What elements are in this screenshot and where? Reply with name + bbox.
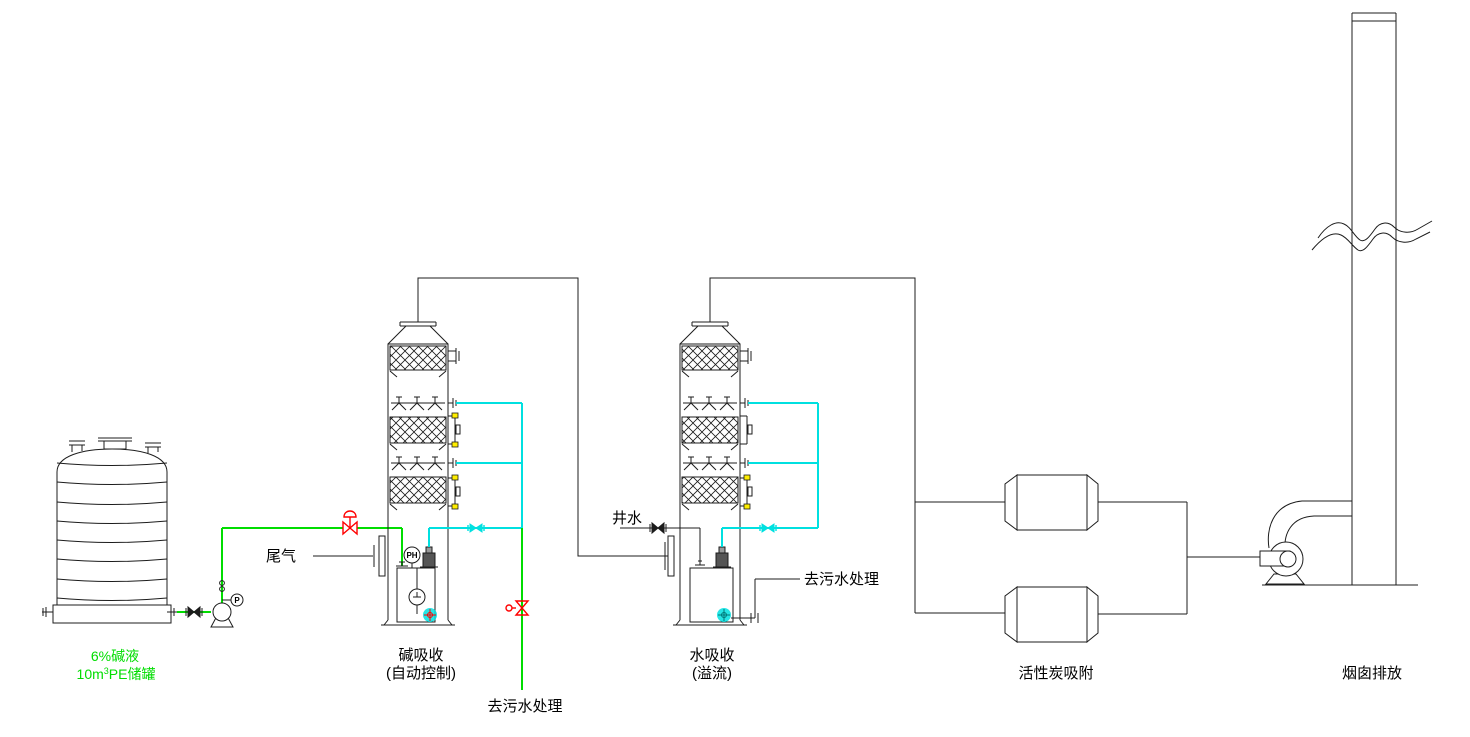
packing-bed-1 bbox=[389, 416, 447, 444]
tower2-inlet-flange bbox=[664, 535, 675, 577]
tower1-spray-nozzle-flange-1 bbox=[448, 398, 457, 408]
tank-label-line1: 6%碱液 bbox=[91, 648, 139, 664]
sight-glass-2 bbox=[448, 474, 461, 510]
tank-top-nozzle-right bbox=[145, 442, 161, 453]
carbon-adsorber-unit: 活性炭吸附 bbox=[915, 473, 1262, 682]
tower2-drain-marker-icon bbox=[717, 608, 731, 622]
packing-bed-3 bbox=[681, 416, 739, 444]
circulation-pump-2-icon bbox=[713, 546, 731, 568]
control-valve-icon bbox=[342, 510, 358, 536]
tank-label-line2: 10m3PE储罐 bbox=[77, 666, 156, 682]
tower1-drain-label: 去污水处理 bbox=[487, 698, 562, 715]
level-meter bbox=[408, 568, 426, 614]
sight-glass-3 bbox=[740, 415, 753, 445]
tail-gas-label: 尾气 bbox=[266, 548, 296, 565]
ph-meter: PH bbox=[403, 546, 421, 568]
packing-demister-2 bbox=[681, 345, 739, 371]
exhaust-fan bbox=[1259, 500, 1352, 585]
carbon-vessel-top bbox=[1004, 473, 1099, 532]
well-water-valve-icon bbox=[649, 521, 667, 535]
well-water-feed: 井水 bbox=[612, 510, 701, 565]
tower1-inlet-flange bbox=[378, 535, 386, 577]
carbon-vessel-bottom bbox=[1004, 585, 1099, 644]
tower1-top-side-nozzle bbox=[448, 348, 460, 364]
sight-glass-1 bbox=[448, 412, 461, 448]
packing-bed-4 bbox=[681, 476, 739, 504]
tank-manhole bbox=[98, 437, 132, 450]
spray-header-4 bbox=[683, 456, 737, 471]
ph-meter-tag: PH bbox=[406, 551, 417, 560]
spray-header-2 bbox=[391, 456, 445, 471]
fan-hub-icon bbox=[1279, 550, 1297, 568]
fan-base bbox=[1264, 573, 1306, 585]
tower1-drain-valve-icon bbox=[505, 600, 530, 616]
chimney-stack: 烟囱排放 bbox=[1262, 12, 1433, 682]
pe-storage-tank: 6%碱液 10m3PE储罐 bbox=[42, 437, 177, 682]
tower1-name-label: 碱吸收 bbox=[398, 647, 443, 664]
tank-side-nozzle-right bbox=[167, 607, 177, 617]
discharge-valve-icon bbox=[219, 580, 225, 592]
tower2-overflow-drain: 去污水处理 bbox=[731, 571, 879, 623]
sight-glass-4 bbox=[740, 474, 753, 510]
tower2-top-side-nozzle bbox=[740, 348, 752, 364]
tail-gas-inlet: 尾气 bbox=[266, 535, 386, 577]
tower2-name-label: 水吸收 bbox=[689, 647, 734, 664]
spray-header-1 bbox=[391, 396, 445, 411]
scrubber-tower-water: 水吸收 (溢流) bbox=[664, 321, 753, 682]
packing-demister bbox=[389, 345, 447, 371]
tank-top-nozzle-left bbox=[69, 440, 85, 452]
feed-pump: P bbox=[185, 580, 244, 628]
tower2-cyan-valve-icon bbox=[759, 523, 777, 533]
tower2-mode-label: (溢流) bbox=[692, 665, 732, 682]
tower1-drain-marker-icon bbox=[423, 608, 437, 622]
circulation-pump-icon bbox=[420, 546, 438, 568]
suction-valve-icon bbox=[185, 605, 203, 619]
pressure-gauge: P bbox=[222, 593, 244, 607]
tower1-cyan-valve-icon bbox=[467, 523, 485, 533]
stack-break-symbol bbox=[1311, 220, 1433, 252]
alkali-feed-pipe bbox=[177, 527, 403, 613]
spray-header-3 bbox=[683, 396, 737, 411]
stack-label: 烟囱排放 bbox=[1342, 665, 1402, 682]
tower1-drain-line: 去污水处理 bbox=[487, 528, 563, 715]
tower1-mode-label: (自动控制) bbox=[386, 665, 456, 682]
tower2-spray-nozzle-flange-2 bbox=[740, 458, 749, 468]
pump-icon bbox=[212, 602, 232, 622]
carbon-label: 活性炭吸附 bbox=[1018, 665, 1093, 682]
tower1-spray-piping bbox=[428, 402, 523, 547]
gas-interconnect-ducts bbox=[417, 277, 916, 613]
tower2-drain-label: 去污水处理 bbox=[804, 571, 879, 588]
tower2-spray-nozzle-flange-1 bbox=[740, 398, 749, 408]
pressure-gauge-tag: P bbox=[234, 596, 240, 605]
tank-side-nozzle-left bbox=[42, 607, 53, 617]
tower2-spray-piping bbox=[721, 402, 819, 547]
well-water-label: 井水 bbox=[612, 510, 642, 527]
packing-bed-2 bbox=[389, 476, 447, 504]
scrubber-tower-alkali: PH 碱吸收 (自动控制) bbox=[381, 321, 461, 682]
tower1-spray-nozzle-flange-2 bbox=[448, 458, 457, 468]
